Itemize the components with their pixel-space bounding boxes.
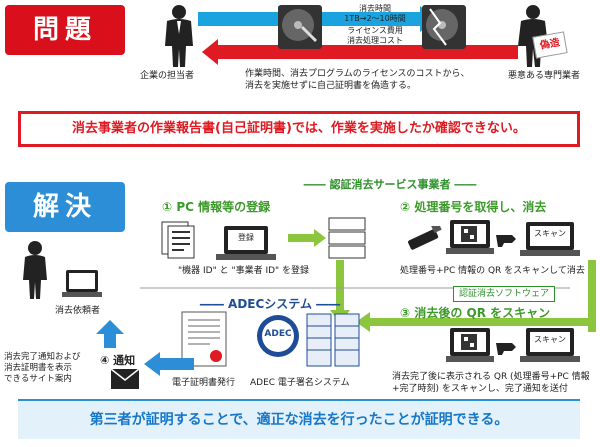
problem-description: 作業時間、消去プログラムのライセンスのコストから、 消去を実施せずに自己証明書を… — [245, 68, 470, 92]
step3-caption-line-2: +完了時刻) をスキャンし、完了通知を送付 — [392, 384, 568, 394]
adec-logo: ADEC — [264, 329, 292, 339]
laptop-register-icon — [216, 226, 276, 260]
vendor-label: 悪意ある専門業者 — [508, 71, 581, 81]
requester-label: 消去依頼者 — [55, 306, 101, 316]
laptop-qr-icon — [446, 220, 494, 254]
blue-arrow-left — [144, 352, 194, 376]
step3-caption-line-1: 消去完了後に表示される QR (処理番号+PC 情報 — [392, 372, 590, 382]
laptop-scan-icon-1 — [520, 222, 580, 256]
adec-seal-icon — [257, 315, 299, 357]
adec-header-text: ADECシステム — [228, 297, 312, 311]
adec-header: ―― ADECシステム ―― — [199, 297, 341, 311]
problem-callout: 消去事業者の作業報告書(自己証明書)では、作業を実施したか確認できない。 — [18, 111, 580, 147]
time-line-1: 消去時間 — [359, 4, 391, 13]
hard-drive-icon — [278, 5, 322, 49]
scan-label-2: スキャン — [534, 335, 566, 344]
software-label: 認証消去ソフトウェア — [453, 286, 555, 302]
step4-title: ④ 通知 — [100, 354, 136, 367]
license-line-2: 消去処理コスト — [347, 36, 403, 45]
blue-arrow-up — [96, 320, 124, 348]
license-line-1: ライセンス費用 — [347, 26, 403, 35]
client-label: 企業の担当者 — [140, 71, 195, 81]
register-label: 登録 — [238, 233, 254, 242]
documents-icon — [161, 221, 195, 259]
license-cost-label: ライセンス費用 消去処理コスト — [330, 26, 420, 46]
description-line-1: 作業時間、消去プログラムのライセンスのコストから、 — [245, 69, 470, 79]
time-cost-label: 消去時間 1TB→2～10時間 — [330, 4, 420, 24]
step2-title: ② 処理番号を取得し、消去 — [400, 200, 547, 214]
notify-line-2: 消去証明書を表示 — [4, 363, 73, 373]
certificate-icon — [181, 311, 227, 367]
scanner-gun-icon-1 — [496, 235, 516, 247]
notify-line-3: できるサイト案内 — [4, 374, 72, 384]
step2-caption: 処理番号+PC 情報の QR をスキャンして消去 — [400, 266, 585, 276]
step1-caption: "機器 ID" と "事業者 ID" を登録 — [178, 266, 310, 276]
laptop-scan-icon-2 — [520, 328, 580, 362]
step3-title: ③ 消去後の QR をスキャン — [400, 306, 551, 320]
scan-label-1: スキャン — [534, 229, 566, 238]
step3-caption: 消去完了後に表示される QR (処理番号+PC 情報 +完了時刻) をスキャンし… — [392, 371, 590, 395]
usb-stick-icon — [408, 226, 442, 250]
adec-servers-icon — [306, 313, 360, 367]
cert-caption: 電子証明書発行 — [172, 378, 236, 388]
forged-document: 偽造 — [532, 31, 568, 59]
requester-woman-icon — [23, 241, 47, 299]
provider-header: ―― 認証消去サービス事業者 ―― — [303, 178, 477, 191]
notify-line-1: 消去完了通知および — [4, 352, 81, 362]
broken-drive-icon — [422, 5, 466, 49]
notify-text: 消去完了通知および 消去証明書を表示 できるサイト案内 — [4, 352, 81, 385]
time-line-2: 1TB→2～10時間 — [344, 14, 406, 23]
scanner-gun-icon-2 — [496, 343, 516, 355]
solution-tab: 解決 — [5, 182, 125, 232]
laptop-qr-icon-2 — [446, 328, 494, 362]
step1-title: ① PC 情報等の登録 — [162, 200, 271, 214]
problem-tab: 問題 — [5, 5, 125, 55]
forgery-stamp: 偽造 — [539, 37, 561, 52]
green-arrow-right-1 — [288, 229, 326, 247]
provider-header-text: 認証消去サービス事業者 — [329, 178, 451, 191]
server-icon — [328, 217, 366, 259]
businessman-icon — [165, 5, 193, 67]
signature-caption: ADEC 電子署名システム — [250, 378, 350, 388]
solution-footer: 第三者が証明することで、適正な消去を行ったことが証明できる。 — [18, 399, 580, 439]
requester-laptop-icon — [62, 270, 102, 297]
mail-icon — [110, 368, 140, 389]
description-line-2: 消去を実施せずに自己証明書を偽造する。 — [245, 81, 417, 91]
